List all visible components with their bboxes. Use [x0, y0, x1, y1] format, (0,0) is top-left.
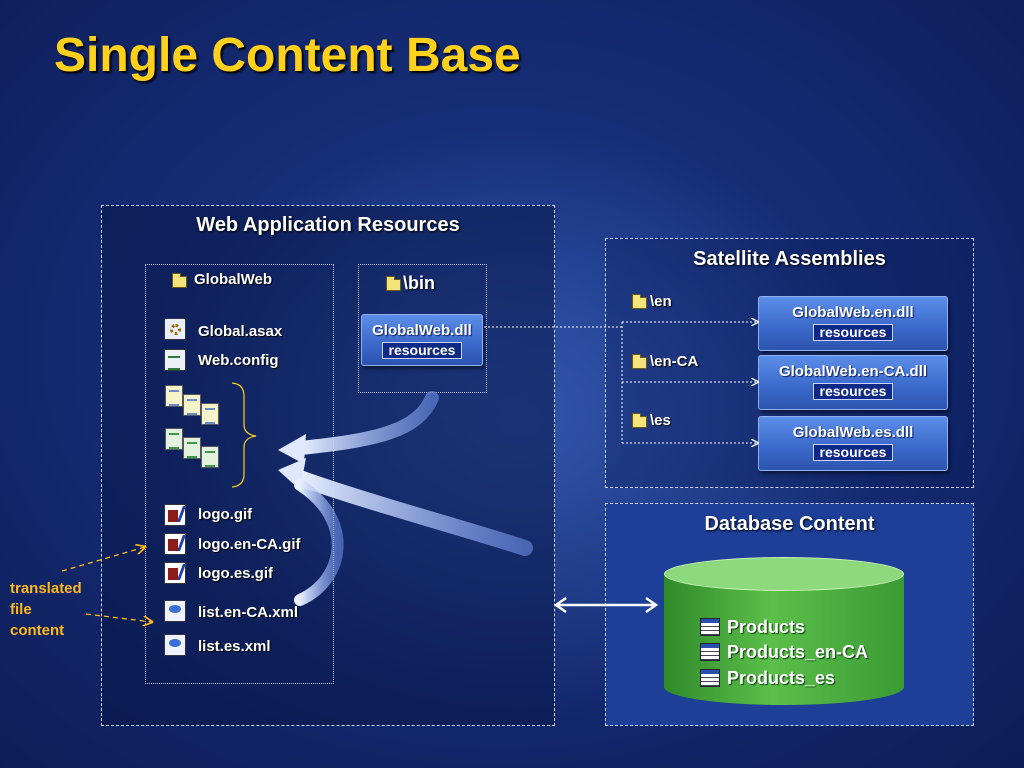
page-file-icon [183, 394, 201, 416]
asax-file-icon [164, 318, 186, 340]
global-asax-label: Global.asax [198, 323, 283, 340]
page-file-icon [201, 403, 219, 425]
en-folder-icon [632, 294, 647, 309]
page-file-icon [201, 446, 219, 468]
globalweb-dll-label: GlobalWeb.dll [372, 322, 472, 339]
logo-es-gif-label: logo.es.gif [198, 565, 273, 582]
list-es-xml-label: list.es.xml [198, 638, 271, 655]
bin-folder-panel [358, 264, 487, 393]
web-config-label: Web.config [198, 352, 279, 369]
database-link-arrow [553, 596, 659, 614]
table-icon [700, 643, 720, 661]
globalweb-folder-panel [145, 264, 334, 684]
gif-file-icon [164, 504, 186, 526]
note-line-1: translated [10, 580, 82, 597]
table-icon [700, 618, 720, 636]
table-icon [700, 669, 720, 687]
es-dll-label: GlobalWeb.es.dll [792, 424, 914, 441]
database-heading: Database Content [704, 513, 875, 535]
xml-file-icon [164, 634, 186, 656]
en-dll-label: GlobalWeb.en.dll [792, 304, 914, 321]
list-en-ca-xml-label: list.en-CA.xml [198, 604, 299, 621]
products-es-table-label: Products_es [727, 668, 836, 688]
en-ca-folder-icon [632, 354, 647, 369]
translated-content-note: translated file content [10, 578, 100, 641]
globalweb-folder-icon [172, 273, 187, 288]
page-file-icon [165, 385, 183, 407]
logo-gif-label: logo.gif [198, 506, 253, 523]
resource-flow-arrows [278, 391, 533, 606]
en-dll-box: GlobalWeb.en.dll resources [758, 296, 948, 351]
es-folder-icon [632, 413, 647, 428]
bin-folder-label: \bin [403, 273, 435, 293]
satellite-connector [484, 322, 758, 443]
products-en-ca-table-label: Products_en-CA [727, 642, 869, 662]
en-ca-folder-label: \en-CA [650, 353, 699, 370]
database-cylinder [664, 557, 904, 705]
page-title: Single Content Base [54, 29, 521, 82]
note-line-2: file [10, 601, 32, 618]
en-folder-label: \en [650, 293, 672, 310]
page-file-icon [183, 437, 201, 459]
globalweb-dll-box: GlobalWeb.dll resources [361, 314, 483, 366]
globalweb-folder-label: GlobalWeb [194, 271, 273, 288]
note-line-3: content [10, 622, 65, 639]
bin-folder-icon [386, 276, 401, 291]
page-file-icon [165, 428, 183, 450]
products-table-label: Products [727, 617, 806, 637]
en-ca-dll-label: GlobalWeb.en-CA.dll [778, 363, 928, 380]
en-ca-dll-resources-label: resources [812, 383, 894, 400]
config-file-icon [164, 349, 186, 371]
en-dll-resources-label: resources [812, 324, 894, 341]
en-ca-dll-box: GlobalWeb.en-CA.dll resources [758, 355, 948, 410]
database-top [664, 557, 904, 591]
logo-en-ca-gif-label: logo.en-CA.gif [198, 536, 301, 553]
xml-file-icon [164, 600, 186, 622]
grouping-brace [231, 382, 257, 488]
gif-file-icon [164, 533, 186, 555]
web-app-heading: Web Application Resources [196, 214, 460, 236]
satellite-heading: Satellite Assemblies [693, 248, 886, 270]
es-folder-label: \es [650, 412, 671, 429]
gif-file-icon [164, 562, 186, 584]
translated-file-pointers [61, 547, 152, 622]
es-dll-resources-label: resources [812, 444, 894, 461]
dll-resources-label: resources [381, 342, 463, 359]
